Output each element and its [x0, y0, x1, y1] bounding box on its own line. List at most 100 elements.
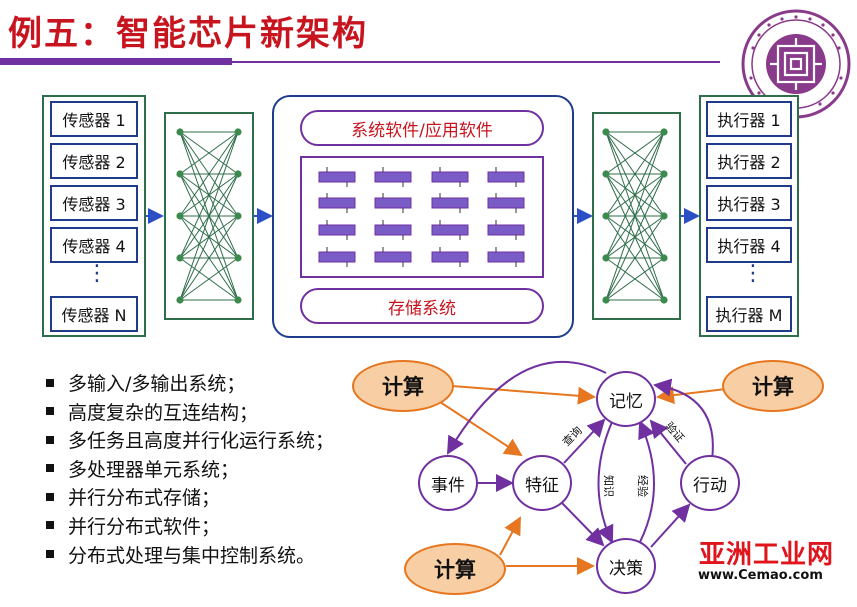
processor-cell: [487, 197, 525, 209]
interconnect-node: [234, 296, 242, 304]
compute-oval-bottom: 计算: [404, 543, 506, 595]
interconnect-node: [602, 212, 610, 220]
sensor-1: 传感器 1: [50, 101, 138, 137]
interconnect-node: [660, 128, 668, 136]
processor-cell: [487, 251, 525, 263]
interconnect-link: [179, 215, 239, 301]
bullet-square-icon: [46, 407, 54, 416]
interconnect-node: [176, 212, 184, 220]
watermark-url: www.Cemao.com: [698, 568, 823, 583]
interconnect-link: [605, 131, 665, 175]
interconnect-node: [234, 170, 242, 178]
list-item: 并行分布式存储；: [46, 484, 334, 513]
interconnect-network-left: [176, 128, 242, 304]
interconnect-node: [602, 128, 610, 136]
processor-cell: [487, 171, 525, 183]
interconnect-node: [602, 170, 610, 178]
interconnect-node: [660, 254, 668, 262]
interconnect-frame-left: [164, 112, 254, 320]
interconnect-frame-right: [592, 112, 681, 320]
bullet-square-icon: [46, 464, 54, 473]
interconnect-link: [605, 131, 665, 301]
interconnect-node: [660, 296, 668, 304]
sensor-ellipsis: ⋮: [86, 261, 108, 286]
processor-cell: [431, 224, 469, 236]
processor-cell: [374, 171, 412, 183]
interconnect-link: [605, 173, 665, 301]
core-block: [272, 95, 574, 338]
actuator-m: 执行器 M: [706, 296, 792, 332]
actuator-ellipsis: ⋮: [742, 261, 764, 286]
processor-cell: [318, 251, 356, 263]
processor-array-frame: [300, 156, 544, 278]
node-event: 事件: [418, 455, 478, 511]
watermark-brand: 亚洲工业网: [699, 540, 835, 570]
bullet-square-icon: [46, 378, 54, 387]
actuator-4: 执行器 4: [706, 227, 792, 263]
processor-cell: [431, 171, 469, 183]
processor-cell: [374, 251, 412, 263]
actuator-2: 执行器 2: [706, 143, 792, 179]
list-item: 多任务且高度并行化运行系统；: [46, 427, 334, 456]
compute-oval-top-right: 计算: [722, 360, 824, 412]
interconnect-network-right: [602, 128, 668, 304]
interconnect-link: [605, 215, 665, 301]
interconnect-link: [605, 131, 665, 217]
actuator-3: 执行器 3: [706, 185, 792, 221]
feature-list: 多输入/多输出系统； 高度复杂的互连结构； 多任务且高度并行化运行系统； 多处理…: [46, 370, 334, 570]
interconnect-link: [179, 173, 239, 301]
processor-cell: [374, 197, 412, 209]
interconnect-link: [179, 131, 239, 259]
processor-cell: [487, 224, 525, 236]
list-item: 分布式处理与集中控制系统。: [46, 542, 334, 571]
storage-layer: 存储系统: [300, 288, 544, 324]
list-item: 多输入/多输出系统；: [46, 370, 334, 399]
bullet-square-icon: [46, 550, 54, 559]
edge-label-experience: 经验: [636, 475, 649, 497]
page-title: 例五：智能芯片新架构: [8, 14, 368, 54]
interconnect-link: [179, 131, 239, 175]
interconnect-link: [179, 257, 239, 301]
interconnect-node: [176, 170, 184, 178]
node-decision: 决策: [596, 538, 656, 594]
bullet-square-icon: [46, 492, 54, 501]
list-item: 高度复杂的互连结构；: [46, 399, 334, 428]
interconnect-link: [605, 131, 665, 259]
node-feature: 特征: [512, 455, 572, 511]
interconnect-node: [234, 128, 242, 136]
processor-cell: [431, 197, 469, 209]
interconnect-node: [602, 254, 610, 262]
title-underline-thick: [0, 58, 232, 65]
list-item: 多处理器单元系统；: [46, 456, 334, 485]
node-memory: 记忆: [596, 371, 656, 427]
processor-array: [318, 167, 525, 267]
processor-cell: [431, 251, 469, 263]
interconnect-link: [179, 131, 239, 301]
interconnect-node: [602, 296, 610, 304]
sensor-4: 传感器 4: [50, 227, 138, 263]
compute-oval-top-left: 计算: [352, 360, 454, 412]
bullet-square-icon: [46, 521, 54, 530]
node-action: 行动: [680, 455, 740, 511]
interconnect-node: [234, 254, 242, 262]
processor-cell: [318, 171, 356, 183]
processor-cell: [318, 224, 356, 236]
sensor-n: 传感器 N: [50, 296, 138, 332]
processor-cell: [374, 224, 412, 236]
interconnect-node: [234, 212, 242, 220]
bullet-square-icon: [46, 435, 54, 444]
title-underline-thin: [232, 61, 720, 63]
interconnect-node: [660, 212, 668, 220]
interconnect-node: [176, 128, 184, 136]
interconnect-link: [605, 257, 665, 301]
sensor-2: 传感器 2: [50, 143, 138, 179]
interconnect-node: [660, 170, 668, 178]
interconnect-node: [176, 254, 184, 262]
interconnect-node: [176, 296, 184, 304]
list-item: 并行分布式软件；: [46, 513, 334, 542]
edge-label-knowledge: 知识: [602, 475, 615, 497]
university-seal-icon: [741, 9, 851, 119]
actuator-1: 执行器 1: [706, 101, 792, 137]
software-layer: 系统软件/应用软件: [300, 110, 544, 146]
